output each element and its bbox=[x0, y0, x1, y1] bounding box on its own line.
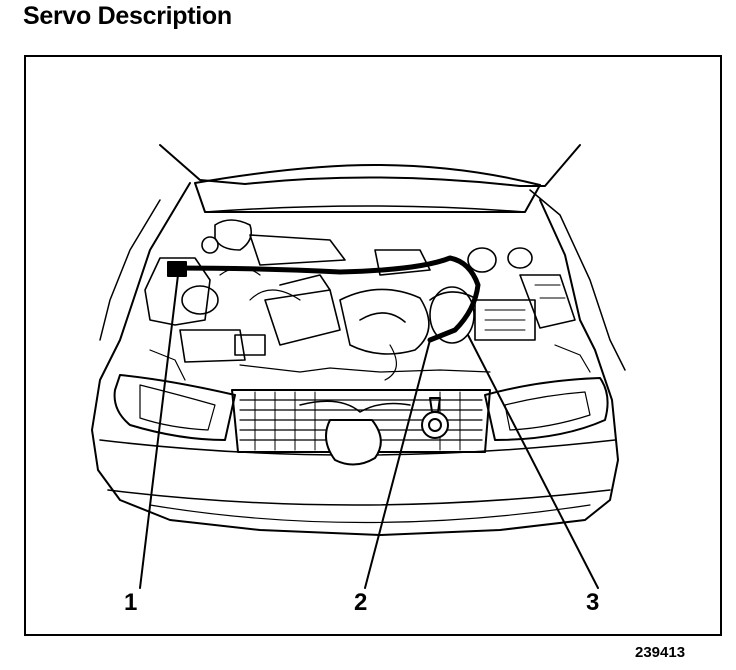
car-body bbox=[91, 182, 626, 536]
callout-2: 2 bbox=[354, 589, 368, 616]
engine-components bbox=[144, 219, 591, 381]
figure-number: 239413 bbox=[635, 644, 686, 661]
callout-1: 1 bbox=[124, 589, 138, 616]
diagram-title: Servo Description bbox=[23, 2, 232, 30]
leader-lines bbox=[139, 274, 599, 589]
leader-line-3 bbox=[467, 334, 599, 589]
illustration-frame bbox=[24, 55, 722, 636]
open-hood bbox=[159, 144, 581, 213]
leader-line-1 bbox=[139, 274, 179, 589]
callout-3: 3 bbox=[586, 589, 600, 616]
leader-line-2 bbox=[364, 339, 431, 589]
headlights bbox=[113, 374, 609, 441]
front-grille bbox=[231, 389, 491, 466]
